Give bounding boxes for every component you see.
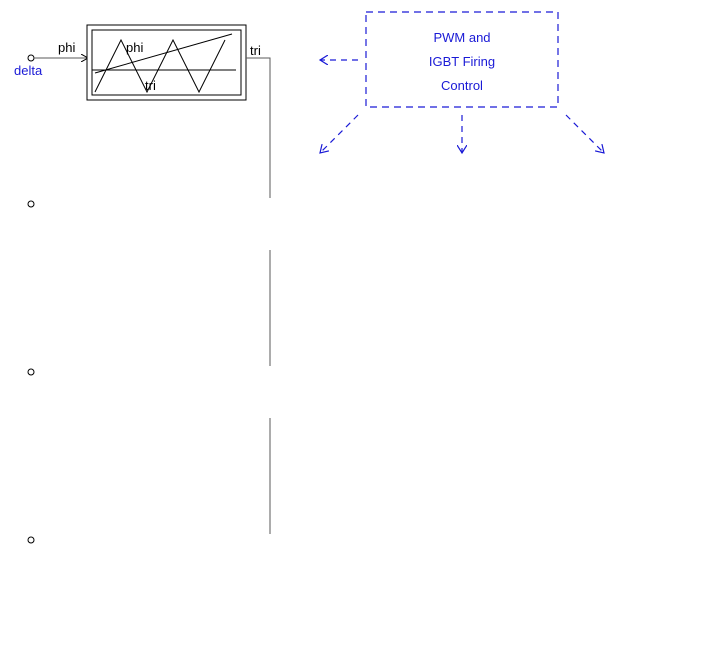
phase-row-c: Vcref * Vt * 10 A B Compar- ator Delay T… [27, 536, 35, 544]
pwm-annotation: PWM and IGBT Firing Control [320, 11, 604, 153]
delta-terminal[interactable] [27, 54, 35, 62]
tri-port-label: tri [250, 43, 261, 58]
annotation-line-3: Control [441, 78, 483, 93]
annotation-box [365, 11, 559, 108]
delta-label: delta [14, 63, 43, 78]
carrier-block[interactable] [86, 24, 247, 101]
inner-phi-label: phi [126, 40, 143, 55]
vref-terminal[interactable]: Vcref * Vt * 10 A B Compar- ator Delay T… [27, 536, 35, 544]
tri-bus-top [246, 57, 271, 198]
triangle-wave-icon [94, 38, 226, 94]
vref-terminal[interactable]: Varef * Vt * 10 A B Compar- ator Delay T… [27, 200, 35, 208]
phi-ramp-line [94, 33, 233, 74]
phase-row-a: Varef * Vt * 10 A B Compar- ator Delay T… [27, 200, 35, 208]
phi-port-label: phi [58, 40, 75, 55]
triangle-carrier-source: delta phi phi tri tri [14, 24, 271, 198]
vref-terminal[interactable]: Vbref * Vt * 10 A B Compar- ator Delay T… [27, 368, 35, 376]
carrier-inner-frame [91, 29, 242, 96]
annotation-arrow-comparator [320, 114, 359, 153]
inner-tri-label: tri [145, 78, 156, 93]
phase-row-b: Vbref * Vt * 10 A B Compar- ator Delay T… [27, 368, 35, 376]
annotation-line-1: PWM and [433, 30, 490, 45]
annotation-line-2: IGBT Firing [429, 54, 495, 69]
annotation-arrow-delay [565, 114, 604, 153]
